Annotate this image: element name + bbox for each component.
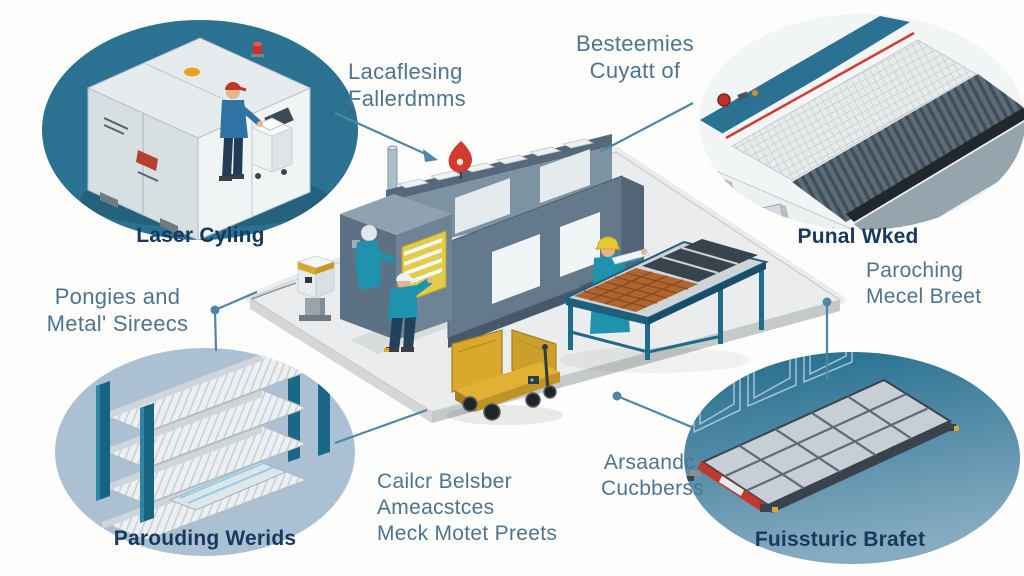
laser-machine-illustration (80, 37, 330, 240)
connector-line-table (616, 394, 695, 430)
hard-hat-icon (595, 236, 621, 250)
inset-storage-rack (55, 348, 355, 556)
text-line: Metal' Sireecs (46, 311, 189, 336)
connector-line-materials (214, 290, 258, 312)
note-loading: Lacaflesing Fallerdmms (348, 58, 508, 112)
inset-panel-table (684, 352, 1020, 564)
text-line: Meck Motet Preets (377, 522, 558, 545)
note-bottom: Cailcr Belsber Ameacstces Meck Motet Pre… (377, 469, 617, 547)
label-laser-cutting: Laser Cyling (136, 224, 265, 247)
label-panel-table: Fuissturic Brafet (754, 528, 926, 551)
indicator-dot (184, 67, 200, 77)
text-line: Fallerdmms (348, 86, 466, 111)
inset-laser-machine (42, 20, 358, 240)
clamp-knob-icon (717, 93, 731, 107)
note-right: Paroching Mecel Breet (866, 258, 1016, 310)
control-pedestal (251, 255, 336, 321)
text-line: Ameacstces (377, 496, 495, 519)
connector-dot (612, 391, 622, 401)
note-materials: Pongies and Metal' Sireecs (20, 283, 215, 337)
text-line: Besteemies (576, 31, 694, 56)
text-line: Arsaandc. (603, 451, 702, 474)
text-line: Cailcr Belsber (377, 470, 512, 493)
worker-figure (384, 273, 433, 352)
connectors (210, 102, 832, 445)
factory-floor-scene (245, 134, 845, 425)
connector-line-materials-down (213, 309, 218, 352)
text-line: Cucbberss (600, 477, 705, 500)
worker-figure (356, 225, 395, 290)
beacon-icon (251, 41, 264, 57)
label-storage-racks: Parouding Werids (113, 527, 297, 550)
storage-rack-illustration (96, 353, 330, 541)
sorting-table (560, 239, 769, 373)
note-top-right: Besteemies Cuyatt of (568, 30, 702, 84)
connector-line-panel-bed (599, 102, 694, 153)
agv-cart (447, 329, 563, 425)
label-panel-bed: Punal Wked (797, 225, 919, 248)
text-line: Cuyatt of (589, 58, 681, 83)
text-line: Pongies and (54, 284, 181, 309)
text-line: Lacaflesing (348, 59, 463, 84)
worker-figure (219, 82, 263, 181)
machine-operators (356, 225, 433, 352)
connector-dot (210, 305, 220, 315)
note-center-right: Arsaandc. Cucbberss (570, 450, 735, 502)
connector-arrowhead (423, 149, 438, 162)
connector-line-racks (334, 408, 428, 445)
connector-dot (822, 297, 832, 307)
flame-icon (448, 141, 473, 179)
panel-table-illustration (686, 352, 959, 513)
brand-logo-decal (136, 150, 158, 171)
text-line: Mecel Breet (866, 285, 982, 308)
text-line: Paroching (866, 259, 964, 282)
connector-arrow-line (334, 111, 429, 157)
